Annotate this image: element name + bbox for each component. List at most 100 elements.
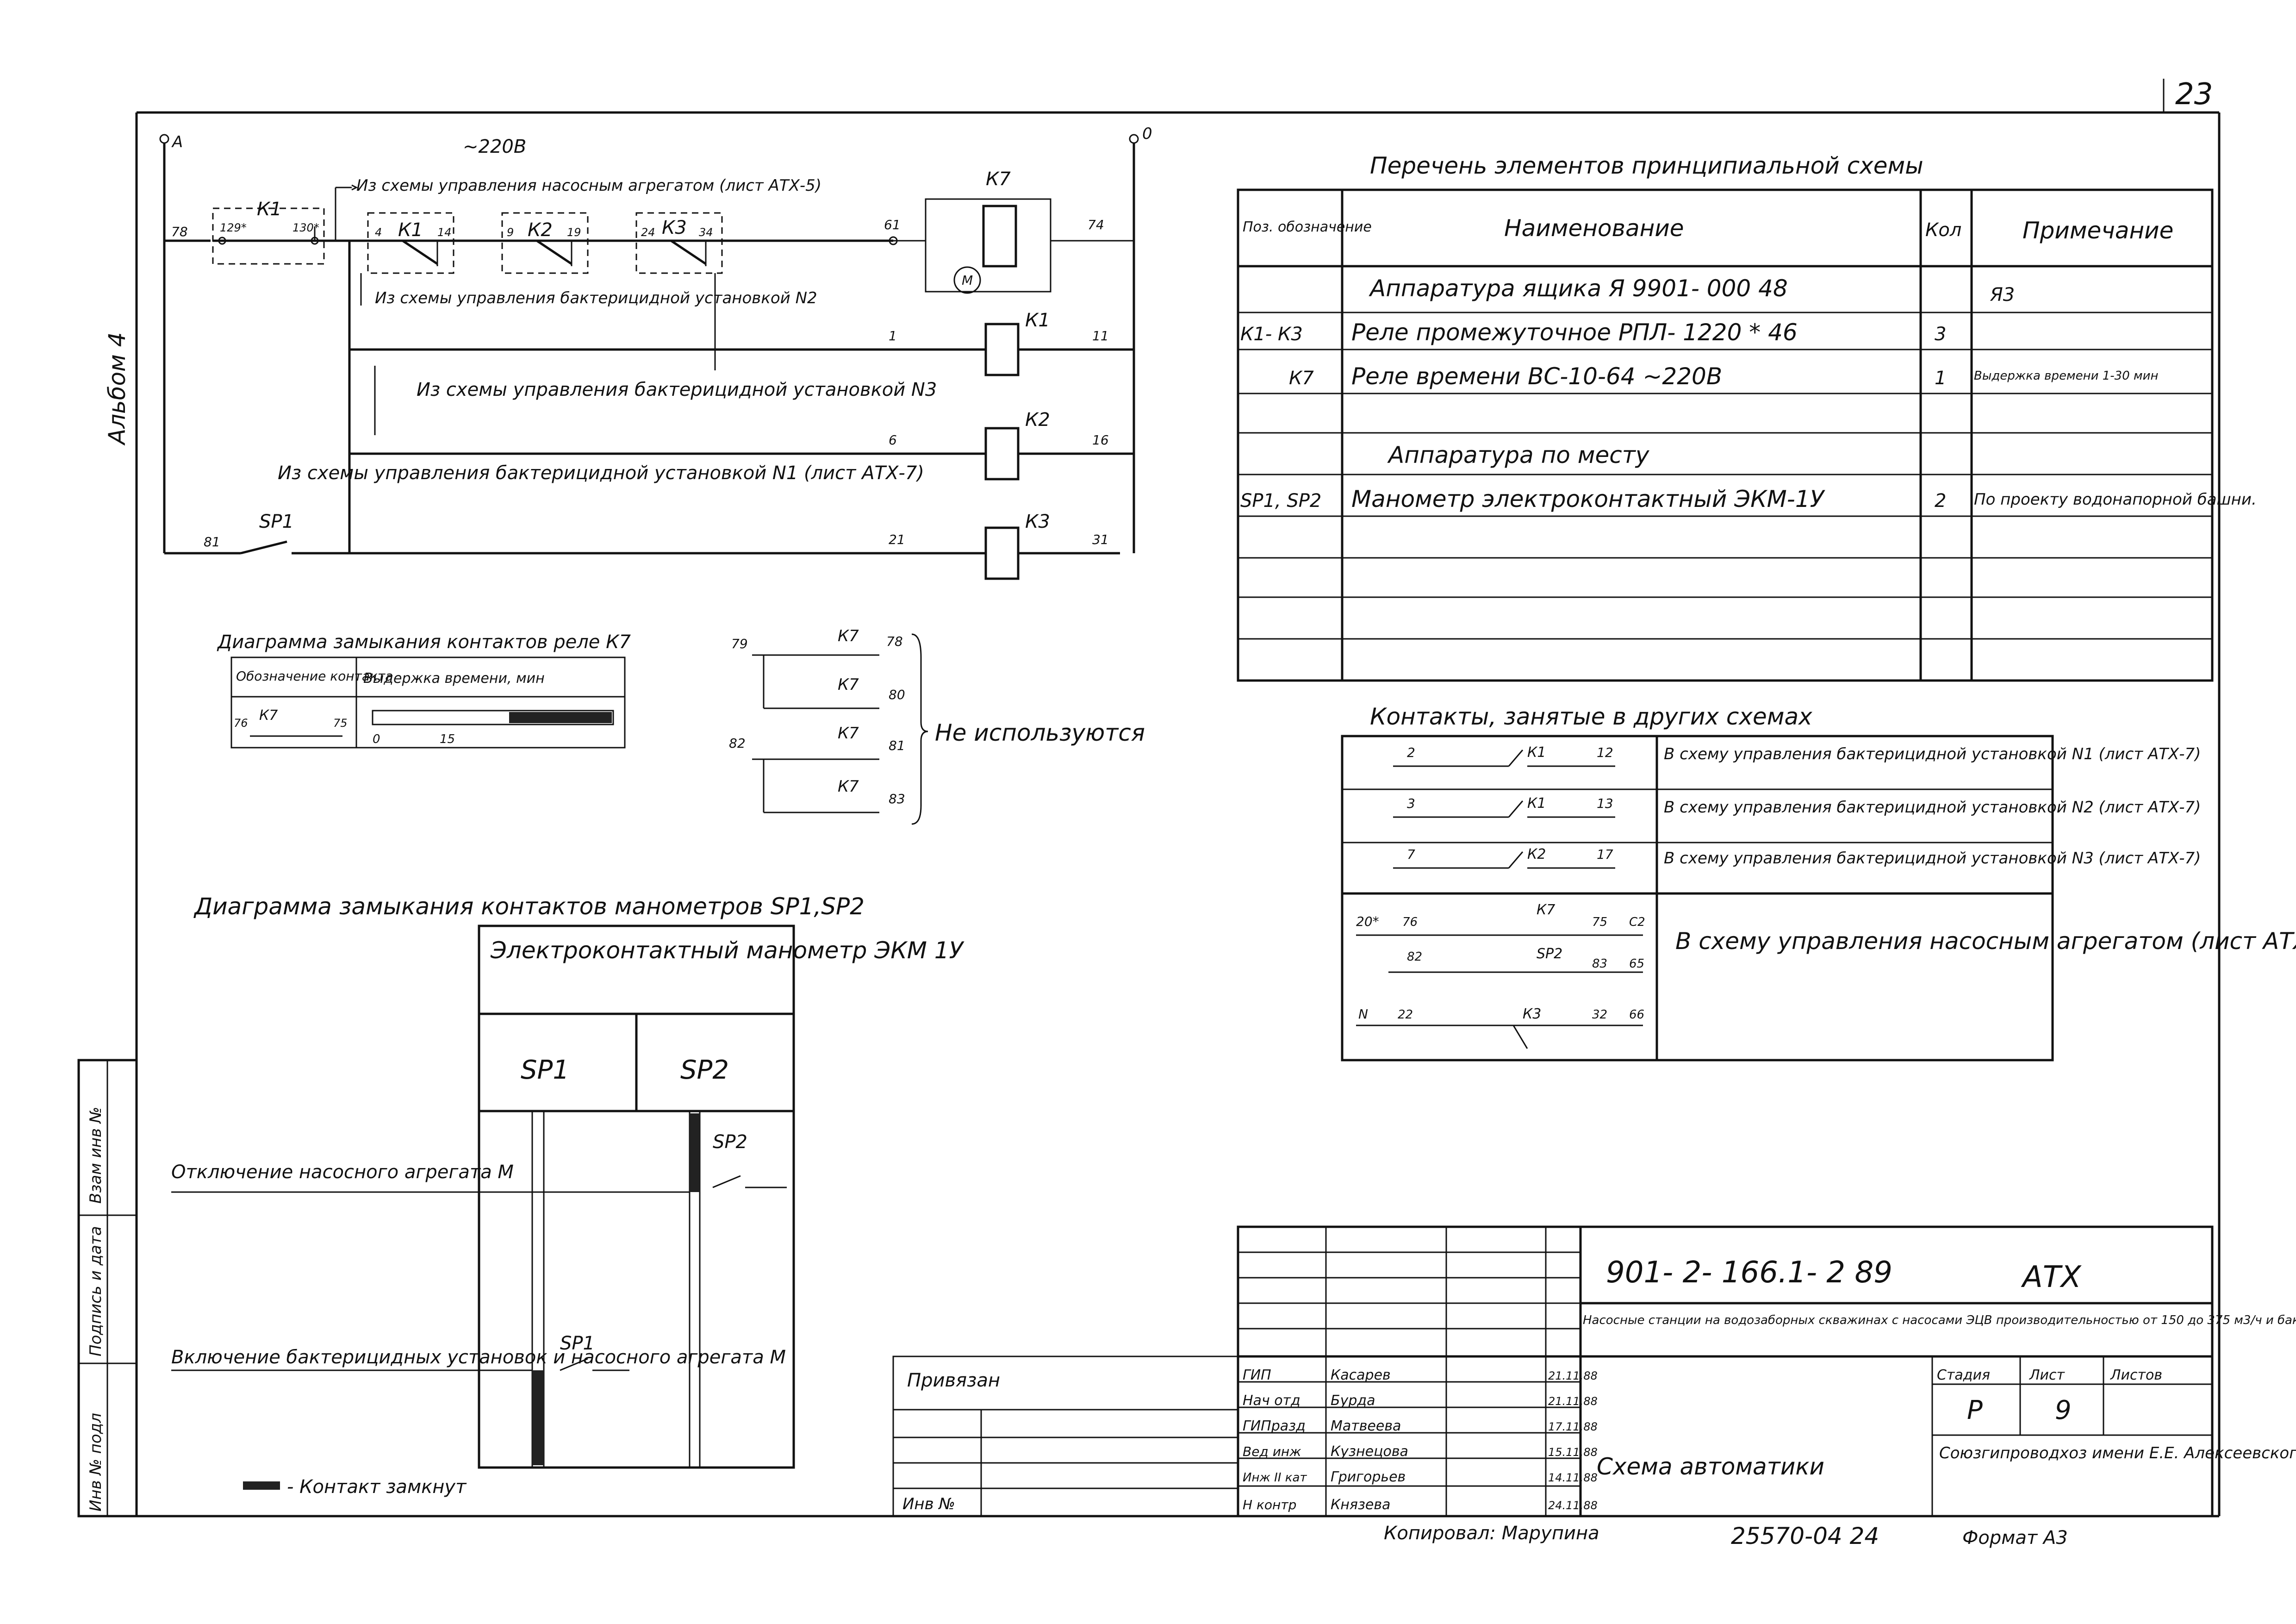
label-text: Поз. обозначение bbox=[1243, 219, 1372, 235]
from-pump-note: Из схемы управления насосным агрегатом (… bbox=[356, 176, 821, 195]
label-text: К7 bbox=[1537, 902, 1555, 918]
label-text: В схему управления бактерицидной установ… bbox=[1664, 849, 2201, 868]
label-text: По проекту водонапорной башни. bbox=[1974, 490, 2257, 509]
elements-table: Перечень элементов принципиальной схемы … bbox=[1237, 152, 2257, 682]
label-text: Реле времени ВС-10-64 ~220В bbox=[1351, 363, 1722, 390]
label-text: 75 bbox=[1592, 915, 1607, 929]
label-text: Аппаратура по месту bbox=[1387, 442, 1650, 468]
label-text: К7 bbox=[838, 724, 859, 743]
label-text: 14.11.88 bbox=[1548, 1471, 1598, 1484]
sheet-no: 9 bbox=[2055, 1395, 2072, 1425]
label-text: К1 bbox=[1527, 795, 1546, 812]
label-text: 20* bbox=[1356, 914, 1379, 929]
label-text: 34 bbox=[699, 226, 713, 239]
inventory-stamp: 25570-04 24 bbox=[1731, 1523, 1879, 1549]
label-text: К1 bbox=[1527, 744, 1546, 761]
label-text: Наименование bbox=[1504, 215, 1684, 242]
unused-label: Не используются bbox=[935, 719, 1145, 746]
label-text: К1- К3 bbox=[1240, 324, 1303, 345]
label-text: N bbox=[1358, 1006, 1368, 1022]
label-text: 15 bbox=[440, 732, 455, 746]
label-text: 31 bbox=[1092, 532, 1109, 547]
label-text: Стадия bbox=[1937, 1367, 1990, 1383]
label-text: К7 bbox=[1289, 368, 1314, 389]
label-text: 13 bbox=[1597, 796, 1613, 811]
voltage-label: ~220В bbox=[463, 136, 526, 157]
label-text: 21 bbox=[889, 532, 905, 547]
label-text: Вед инж bbox=[1243, 1444, 1301, 1459]
label-text: 2 bbox=[1407, 745, 1415, 760]
label-text: Обозначение контакта bbox=[236, 668, 393, 684]
label-text: 78 bbox=[171, 224, 188, 239]
drawing-title: Схема автоматики bbox=[1597, 1453, 1824, 1480]
k7-diagram: Диаграмма замыкания контактов реле К7 Об… bbox=[217, 631, 631, 749]
label-text: Кузнецова bbox=[1331, 1443, 1408, 1460]
label-text: Касарев bbox=[1331, 1367, 1391, 1383]
from-n2-note: Из схемы управления бактерицидной устано… bbox=[375, 289, 817, 307]
from-n1-note: Из схемы управления бактерицидной устано… bbox=[278, 462, 924, 484]
label-text: 24.11.88 bbox=[1548, 1499, 1598, 1512]
contacts-title: Контакты, занятые в других схемах bbox=[1370, 703, 1812, 730]
label-text: К1 bbox=[398, 219, 423, 241]
label-text: С2 bbox=[1629, 915, 1645, 929]
label-text: 76 bbox=[1402, 915, 1418, 929]
code: АТХ bbox=[2021, 1260, 2082, 1294]
label-text: 80 bbox=[889, 687, 905, 702]
label-text: 6 bbox=[889, 432, 897, 448]
label-text: - Контакт замкнут bbox=[287, 1476, 467, 1498]
label-text: 7 bbox=[1407, 847, 1415, 862]
unused-contacts: 79 К7 78 К7 80 82 К7 81 К7 83 Не использ… bbox=[729, 627, 1145, 825]
label-text: SP1, SP2 bbox=[1240, 490, 1321, 512]
label-text: К3 bbox=[1025, 511, 1050, 532]
label-text: Манометр электроконтактный ЭКМ-1У bbox=[1351, 486, 1826, 512]
label-text: 17 bbox=[1597, 847, 1613, 862]
label-text: Привязан bbox=[907, 1370, 1000, 1391]
label-text: 4 bbox=[375, 226, 382, 239]
label-text: 79 bbox=[731, 636, 748, 651]
label-text: SP2 bbox=[1537, 946, 1562, 962]
label-text: Выдержка времени 1-30 мин bbox=[1974, 369, 2159, 383]
stage: Р bbox=[1967, 1395, 1983, 1425]
label-text: 61 bbox=[884, 217, 901, 232]
label-text: 9 bbox=[507, 226, 514, 239]
label-text: Примечание bbox=[2022, 217, 2173, 244]
label-text: К2 bbox=[528, 219, 553, 241]
label-text: К3 bbox=[662, 217, 687, 238]
label-text: 78 bbox=[886, 634, 903, 649]
contacts-table: Контакты, занятые в других схемах 2 К1 1… bbox=[1341, 703, 2296, 1062]
label-text: Инж II кат bbox=[1243, 1471, 1307, 1485]
label-text: Нач отд bbox=[1243, 1393, 1300, 1409]
label-text: 66 bbox=[1629, 1008, 1644, 1022]
label-text: Отключение насосного агрегата М bbox=[171, 1162, 514, 1183]
manometer-diagram: Диаграмма замыкания контактов манометров… bbox=[171, 893, 965, 1498]
label-text: 19 bbox=[567, 226, 581, 239]
label-text: Инв № bbox=[902, 1495, 955, 1513]
label-text: Матвеева bbox=[1331, 1418, 1401, 1434]
label-text: 14 bbox=[437, 226, 452, 239]
label-text: Григорьев bbox=[1331, 1469, 1406, 1485]
manometer-title: Диаграмма замыкания контактов манометров… bbox=[193, 893, 865, 920]
copied-by: Копировал: Марупина bbox=[1384, 1523, 1599, 1544]
sp2-closed-bar bbox=[690, 1113, 700, 1192]
label-text: 22 bbox=[1398, 1008, 1413, 1022]
label-text: ГИП bbox=[1243, 1367, 1271, 1383]
label-text: SP2 bbox=[713, 1131, 747, 1153]
side-stamp: Взам инв № Подпись и дата Инв № подл bbox=[77, 1059, 138, 1518]
label-text: 11 bbox=[1092, 328, 1109, 344]
label-text: Лист bbox=[2029, 1367, 2066, 1383]
label-text: 65 bbox=[1629, 957, 1644, 971]
label-text: 24 bbox=[641, 226, 655, 239]
label-text: 76 bbox=[234, 717, 248, 730]
label-text: К2 bbox=[1025, 409, 1050, 431]
label-text: К3 bbox=[1523, 1006, 1541, 1022]
elements-title: Перечень элементов принципиальной схемы bbox=[1370, 152, 1923, 179]
label-text: 2 bbox=[1935, 490, 1946, 512]
label-text: К7 bbox=[838, 627, 859, 645]
label-text: 12 bbox=[1597, 745, 1613, 760]
label-text: 3 bbox=[1935, 324, 1946, 345]
organization: Союзгипроводхоз имени Е.Е. Алексеевского… bbox=[1939, 1444, 2296, 1462]
label-text: 17.11.88 bbox=[1548, 1420, 1598, 1433]
label-text: Реле промежуточное РПЛ- 1220 * 46 bbox=[1351, 319, 1798, 346]
k7-diagram-title: Диаграмма замыкания контактов реле К7 bbox=[217, 631, 631, 653]
